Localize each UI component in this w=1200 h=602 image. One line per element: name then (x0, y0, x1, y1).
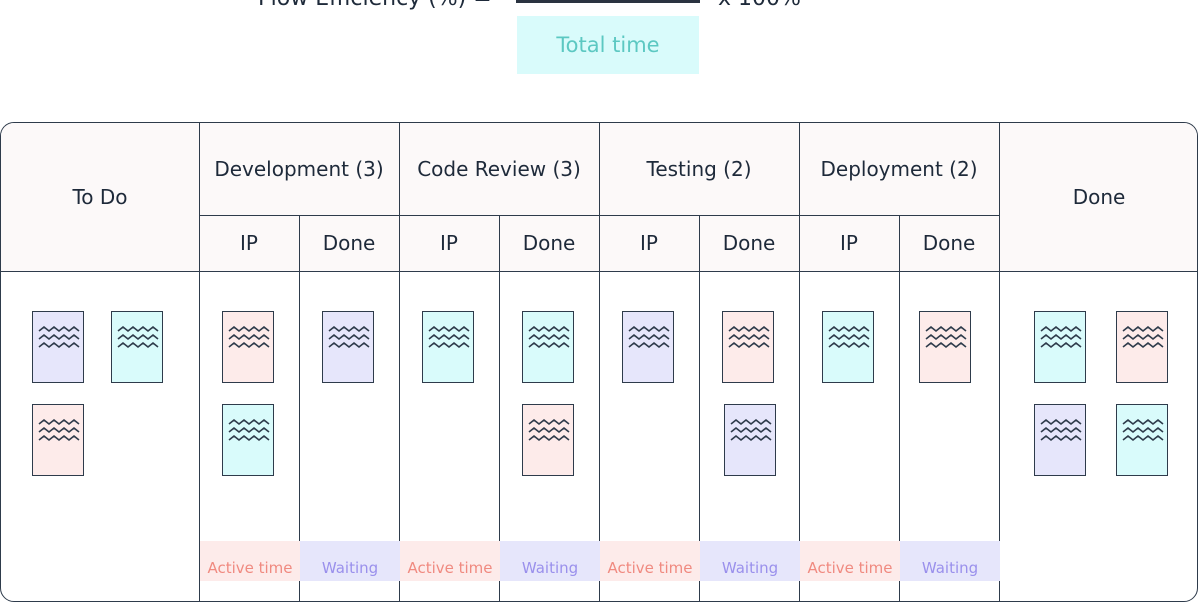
waiting-label: Waiting (500, 541, 600, 581)
subheader-development-done: Done (322, 231, 376, 255)
column-header-testing: Testing (2) (646, 157, 752, 181)
task-card[interactable] (722, 311, 774, 383)
wave-lines-icon (728, 326, 770, 349)
active-time-label: Active time (400, 541, 500, 581)
task-card[interactable] (1116, 404, 1168, 476)
wave-lines-icon (628, 326, 670, 349)
wave-lines-icon (117, 326, 159, 349)
column-divider (999, 123, 1000, 601)
subheader-deployment-done: Done (922, 231, 976, 255)
column-header-todo: To Do (72, 185, 128, 209)
task-card[interactable] (919, 311, 971, 383)
subcolumn-divider (899, 215, 900, 601)
task-card[interactable] (32, 311, 84, 383)
active-time-label: Active time (600, 541, 700, 581)
header-split-line (199, 215, 999, 216)
subheader-code-review-ip: IP (440, 231, 458, 255)
task-card[interactable] (32, 404, 84, 476)
wave-lines-icon (730, 419, 772, 442)
task-card[interactable] (422, 311, 474, 383)
wave-lines-icon (228, 419, 270, 442)
subcolumn-divider (499, 215, 500, 601)
header-bottom-line (1, 271, 1197, 272)
column-header-development: Development (3) (214, 157, 384, 181)
column-divider (799, 123, 800, 601)
task-card[interactable] (111, 311, 163, 383)
waiting-label: Waiting (300, 541, 400, 581)
kanban-board: To Do Development (3) Code Review (3) Te… (0, 122, 1198, 602)
waiting-label: Waiting (700, 541, 800, 581)
subcolumn-divider (299, 215, 300, 601)
column-divider (399, 123, 400, 601)
column-divider (599, 123, 600, 601)
subcolumn-divider (699, 215, 700, 601)
active-time-label: Active time (200, 541, 300, 581)
task-card[interactable] (522, 404, 574, 476)
fraction-bar (516, 0, 700, 3)
task-card[interactable] (522, 311, 574, 383)
subheader-deployment-ip: IP (840, 231, 858, 255)
wave-lines-icon (828, 326, 870, 349)
column-header-code-review: Code Review (3) (417, 157, 581, 181)
subheader-testing-done: Done (722, 231, 776, 255)
subheader-testing-ip: IP (640, 231, 658, 255)
wave-lines-icon (228, 326, 270, 349)
active-time-label: Active time (800, 541, 900, 581)
wave-lines-icon (925, 326, 967, 349)
formula-multiplier: x 100% (718, 0, 801, 11)
task-card[interactable] (1034, 404, 1086, 476)
formula-left-label: Flow Efficiency (%) = (258, 0, 492, 11)
wave-lines-icon (1040, 419, 1082, 442)
task-card[interactable] (724, 404, 776, 476)
wave-lines-icon (428, 326, 470, 349)
task-card[interactable] (222, 404, 274, 476)
task-card[interactable] (1116, 311, 1168, 383)
task-card[interactable] (322, 311, 374, 383)
column-header-done: Done (1072, 185, 1126, 209)
flow-efficiency-formula: Flow Efficiency (%) = Total time x 100% (0, 0, 1200, 76)
task-card[interactable] (222, 311, 274, 383)
wave-lines-icon (528, 326, 570, 349)
waiting-label: Waiting (900, 541, 1000, 581)
wave-lines-icon (1040, 326, 1082, 349)
column-divider (199, 123, 200, 601)
wave-lines-icon (38, 326, 80, 349)
wave-lines-icon (1122, 326, 1164, 349)
formula-denominator: Total time (517, 16, 699, 74)
wave-lines-icon (328, 326, 370, 349)
task-card[interactable] (822, 311, 874, 383)
task-card[interactable] (1034, 311, 1086, 383)
wave-lines-icon (1122, 419, 1164, 442)
subheader-code-review-done: Done (522, 231, 576, 255)
task-card[interactable] (622, 311, 674, 383)
column-header-deployment: Deployment (2) (820, 157, 978, 181)
subheader-development-ip: IP (240, 231, 258, 255)
wave-lines-icon (38, 419, 80, 442)
wave-lines-icon (528, 419, 570, 442)
